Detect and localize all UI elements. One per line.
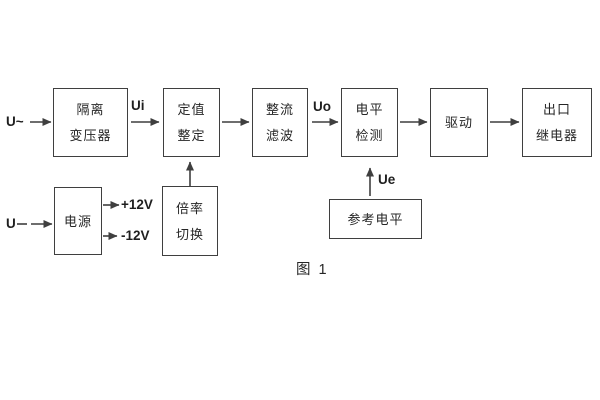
block-label: 定值: [177, 102, 206, 117]
uo-label: Uo: [313, 99, 331, 114]
block-label: 检测: [355, 128, 384, 143]
block-label: 继电器: [535, 128, 578, 143]
block-label: 变压器: [69, 128, 112, 143]
block-output-relay: 出口 继电器: [522, 88, 592, 157]
block-label: 隔离: [76, 102, 105, 117]
ac-input-label: U~: [6, 114, 24, 129]
block-label: 电源: [63, 213, 92, 229]
block-multiplier-switch: 倍率 切换: [162, 186, 218, 256]
dc-input-label: U: [6, 216, 16, 231]
block-label: 整定: [177, 128, 206, 143]
ui-label: Ui: [131, 98, 145, 113]
figure-caption: 图 1: [296, 262, 329, 278]
block-label: 整流: [265, 102, 294, 117]
block-label: 出口: [542, 102, 571, 117]
block-label: 驱动: [444, 115, 473, 130]
block-label: 滤波: [265, 128, 294, 143]
block-label: 切换: [175, 226, 204, 242]
plus-rail-label: +12V: [121, 197, 153, 212]
block-label: 倍率: [175, 200, 204, 216]
block-label: 电平: [355, 102, 384, 117]
block-label: 参考电平: [347, 211, 404, 227]
ue-label: Ue: [378, 172, 396, 187]
block-rectifier-filter: 整流 滤波: [252, 88, 308, 157]
block-driver: 驱动: [430, 88, 488, 157]
block-isolation-transformer: 隔离 变压器: [53, 88, 128, 157]
block-setting-adjustment: 定值 整定: [163, 88, 220, 157]
block-reference-level: 参考电平: [329, 199, 422, 239]
block-level-detection: 电平 检测: [341, 88, 398, 157]
block-power-supply: 电源: [54, 187, 102, 255]
minus-rail-label: -12V: [121, 228, 150, 243]
